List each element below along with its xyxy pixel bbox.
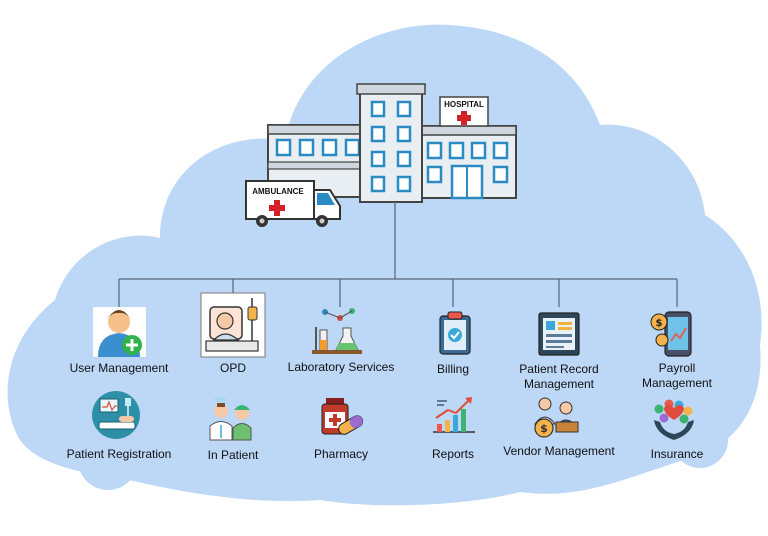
module-label-insurance: Insurance [650,447,704,461]
phone-dollar-icon: $ [650,311,692,357]
module-label-opd: OPD [219,361,246,375]
module-label-user-management: User Management [69,361,169,375]
svg-text:$: $ [656,318,663,329]
insurance-hands-icon [654,399,694,440]
module-label-reports: Reports [431,447,475,461]
module-label-payroll-management: Payroll Management [641,361,713,390]
lab-flask-icon [312,308,362,354]
patient-bed-icon [200,292,266,358]
user-add-icon [93,307,146,357]
patient-record-board-icon [538,312,580,356]
hospital-sign-text: HOSPITAL [444,100,484,109]
growth-chart-icon [433,397,475,433]
connector-tree [118,202,678,307]
vendor-handshake-icon: $ [534,397,579,438]
medicine-bottle-pill-icon [321,398,364,435]
module-label-billing: Billing [436,362,469,376]
doctor-patient-icon [209,397,252,441]
ambulance-sign-text: AMBULANCE [252,187,304,196]
module-label-pharmacy: Pharmacy [313,447,369,461]
svg-text:$: $ [540,422,548,435]
module-label-laboratory-services: Laboratory Services [287,360,395,374]
ambulance-icon: AMBULANCE [245,180,341,227]
clipboard-check-icon [439,311,471,355]
hospital-bed-monitor-icon [92,391,140,439]
module-label-vendor-management: Vendor Management [503,444,615,458]
cloud-shape [7,24,762,506]
module-label-in-patient: In Patient [207,448,259,462]
module-label-patient-registration: Patient Registration [66,447,172,461]
module-label-patient-record-management: Patient Record Management [519,362,599,391]
